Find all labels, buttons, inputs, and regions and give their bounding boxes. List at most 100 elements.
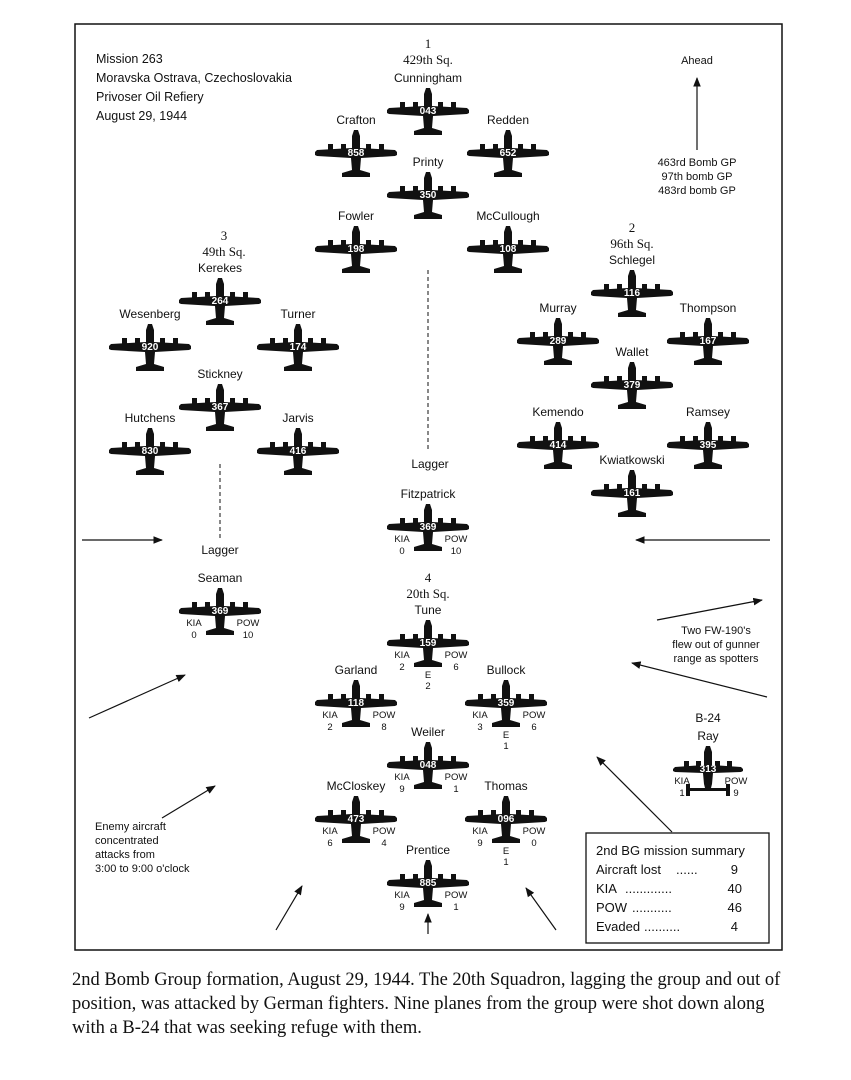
group-ahead: 97th bomb GP: [662, 171, 733, 183]
pilot-name: Thomas: [484, 779, 527, 793]
evaded-label: E: [503, 730, 509, 741]
ahead-label: Ahead: [681, 55, 713, 67]
attack-arrow: [656, 597, 763, 621]
kia-label: KIA: [472, 710, 488, 721]
summary-value: 4: [731, 919, 738, 934]
tail-number: 161: [624, 488, 641, 499]
squadron-name: 96th Sq.: [610, 236, 653, 251]
pow-label: POW: [725, 776, 748, 787]
tail-number: 395: [700, 440, 717, 451]
aircraft-fowler: 198 Fowler: [315, 209, 397, 273]
squadron-name: 49th Sq.: [202, 244, 245, 259]
aircraft-ramsey: 395 Ramsey: [667, 405, 749, 469]
pow-label: POW: [373, 826, 396, 837]
pow-label: POW: [237, 618, 260, 629]
pow-label: POW: [373, 710, 396, 721]
pilot-name: Stickney: [197, 367, 242, 381]
pilot-name: Wallet: [616, 345, 650, 359]
pilot-name: Prentice: [406, 843, 450, 857]
pilot-name: Turner: [281, 307, 316, 321]
pilot-name: Kerekes: [198, 261, 242, 275]
squadron-number: 2: [629, 220, 636, 235]
tail-number: 159: [420, 638, 437, 649]
summary-title: 2nd BG mission summary: [596, 843, 745, 858]
kia-label: KIA: [394, 650, 410, 661]
tail-number: 379: [624, 380, 641, 391]
pow-label: POW: [445, 534, 468, 545]
kia-count: 9: [477, 838, 482, 849]
squadron-name: 429th Sq.: [403, 52, 453, 67]
pilot-name: Schlegel: [609, 253, 655, 267]
pow-count: 6: [453, 662, 458, 673]
pow-count: 10: [451, 546, 462, 557]
summary-box: [585, 832, 770, 944]
tail-number: 473: [348, 814, 365, 825]
tail-number: 858: [348, 148, 365, 159]
pow-count: 8: [381, 722, 386, 733]
header-line: Mission 263: [96, 52, 163, 66]
tail-number: 198: [348, 244, 365, 255]
pilot-name: Weiler: [411, 725, 445, 739]
pilot-name: Hutchens: [125, 411, 176, 425]
diagram-frame: [74, 23, 783, 951]
summary-dots: ...........: [632, 900, 672, 915]
evaded-label: E: [503, 846, 509, 857]
kia-label: KIA: [322, 826, 338, 837]
attack-arrow: [631, 661, 768, 698]
kia-count: 2: [327, 722, 332, 733]
pilot-name: Redden: [487, 113, 529, 127]
lagger-label: Lagger: [411, 457, 448, 471]
tail-number: 174: [290, 342, 307, 353]
tail-number: 108: [500, 244, 517, 255]
pilot-name: Kemendo: [532, 405, 584, 419]
squadron-number: 4: [425, 570, 432, 585]
summary-value: 9: [731, 862, 738, 877]
summary-label: POW: [596, 900, 628, 915]
tail-number: 359: [498, 698, 515, 709]
pilot-name: Fowler: [338, 209, 374, 223]
pilot-name: Garland: [335, 663, 378, 677]
kia-count: 0: [191, 630, 196, 641]
tail-number: 416: [290, 446, 307, 457]
tail-number: 289: [550, 336, 567, 347]
formation-diagram: Mission 263 Moravska Ostrava, Czechoslov…: [74, 23, 783, 951]
attack-arrow: [161, 785, 216, 819]
summary-dots: ......: [676, 862, 698, 877]
pilot-name: Bullock: [487, 663, 527, 677]
pilot-name: Murray: [539, 301, 576, 315]
fighters-note: range as spotters: [674, 653, 759, 665]
kia-label: KIA: [394, 534, 410, 545]
summary-dots: .............: [625, 881, 672, 896]
pilot-name: Thompson: [680, 301, 737, 315]
kia-count: 6: [327, 838, 332, 849]
summary-label: Evaded: [596, 919, 640, 934]
evaded-label: E: [425, 670, 431, 681]
summary-label: Aircraft lost: [596, 862, 661, 877]
group-ahead: 463rd Bomb GP: [658, 157, 737, 169]
enemy-note: 3:00 to 9:00 o'clock: [95, 863, 190, 875]
pow-label: POW: [523, 826, 546, 837]
squadron-number: 3: [221, 228, 228, 243]
tail-number: 043: [420, 106, 437, 117]
pow-count: 6: [531, 722, 536, 733]
aircraft-murray: 289 Murray: [517, 301, 599, 365]
tail-number: 369: [212, 606, 229, 617]
tail-number: 118: [348, 698, 365, 709]
pilot-name: Ramsey: [686, 405, 730, 419]
